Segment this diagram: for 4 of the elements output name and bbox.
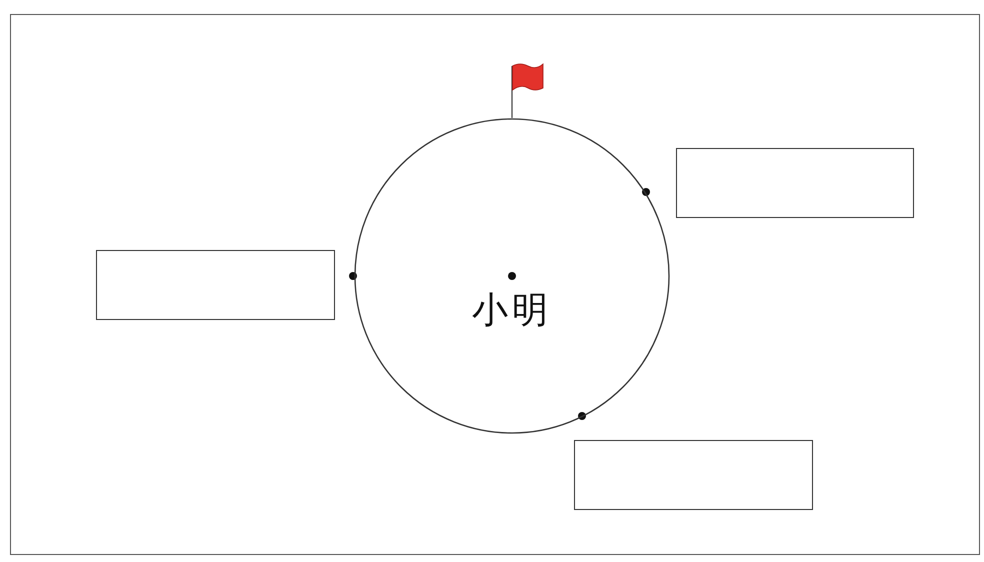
name-label: 小明 [471,289,553,333]
empty-box [96,250,335,320]
empty-box [676,148,914,218]
empty-box [574,440,813,510]
